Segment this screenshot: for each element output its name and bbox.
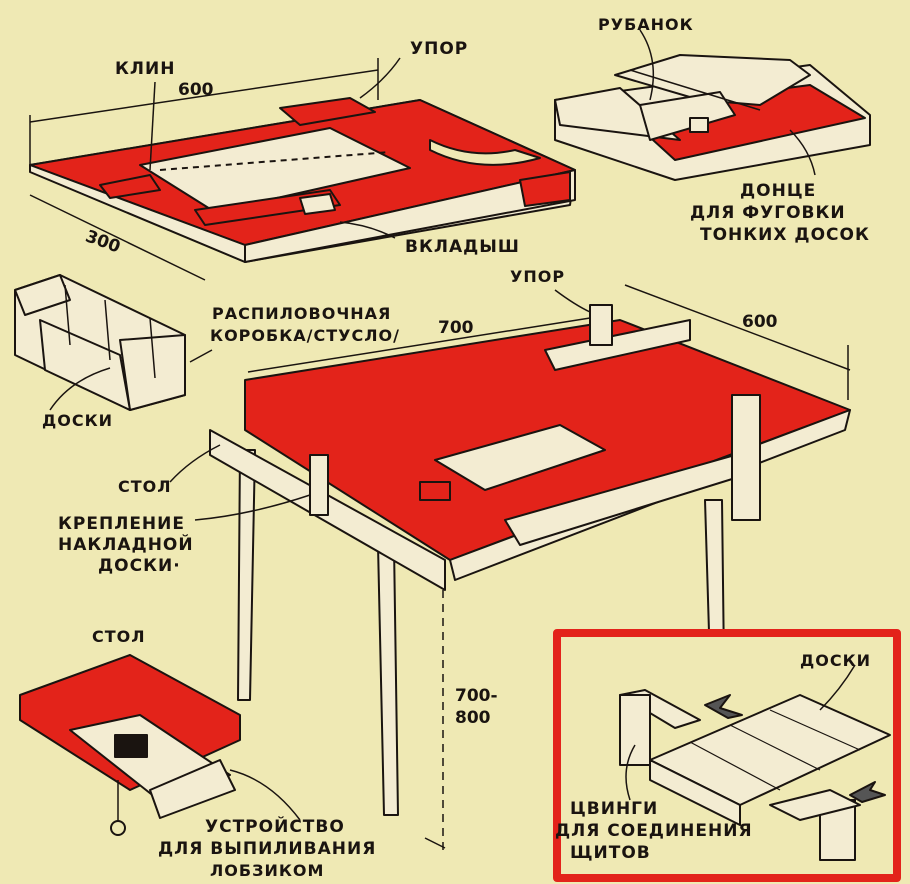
dimension-table-width: 700 bbox=[438, 318, 474, 338]
mitre-box-drawing bbox=[14, 274, 213, 411]
label-schitov: ЩИТОВ bbox=[570, 843, 651, 863]
label-doski-left: ДОСКИ bbox=[42, 411, 114, 430]
label-rubanok: РУБАНОК bbox=[598, 15, 694, 34]
dimension-table-depth: 600 bbox=[742, 312, 778, 332]
clamps-panel bbox=[553, 629, 901, 882]
dimension-table-height-1: 700- bbox=[455, 686, 498, 706]
label-ustroystvo: УСТРОЙСТВО bbox=[205, 817, 345, 837]
label-stol-mid: СТОЛ bbox=[118, 477, 172, 496]
label-vkladysh: ВКЛАДЫШ bbox=[405, 237, 520, 257]
label-nakladnoy: НАКЛАДНОЙ bbox=[58, 535, 194, 555]
label-kreplenie: КРЕПЛЕНИЕ bbox=[58, 514, 185, 534]
label-raspilovochnaya: РАСПИЛОВОЧНАЯ bbox=[212, 304, 392, 323]
main-table-drawing bbox=[169, 284, 851, 850]
label-dlya-fugovki: ДЛЯ ФУГОВКИ bbox=[690, 203, 846, 223]
label-stol-bottom: СТОЛ bbox=[92, 627, 146, 646]
label-korobka: КОРОБКА/СТУСЛО/ bbox=[210, 326, 400, 345]
dimension-top-width: 600 bbox=[178, 80, 214, 100]
shooting-board-drawing bbox=[554, 29, 871, 181]
label-dlya-soedineniya: ДЛЯ СОЕДИНЕНИЯ bbox=[555, 821, 753, 841]
label-lobzikom: ЛОБЗИКОМ bbox=[210, 861, 325, 880]
label-dontse: ДОНЦЕ bbox=[740, 181, 817, 201]
label-klin: КЛИН bbox=[115, 59, 176, 79]
label-doski-right: ДОСКИ bbox=[800, 651, 872, 670]
label-doski-dot: ДОСКИ· bbox=[98, 556, 181, 576]
label-dlya-vypilivaniya: ДЛЯ ВЫПИЛИВАНИЯ bbox=[158, 839, 377, 859]
overlay-board-drawing bbox=[29, 57, 576, 281]
label-upor-top: УПОР bbox=[410, 39, 469, 59]
fretsaw-device-drawing bbox=[19, 654, 301, 836]
label-tonkih-dosok: ТОНКИХ ДОСОК bbox=[700, 225, 870, 245]
label-upor-mid: УПОР bbox=[510, 267, 566, 286]
label-tsvingi: ЦВИНГИ bbox=[570, 799, 659, 819]
dimension-table-height-2: 800 bbox=[455, 708, 491, 728]
